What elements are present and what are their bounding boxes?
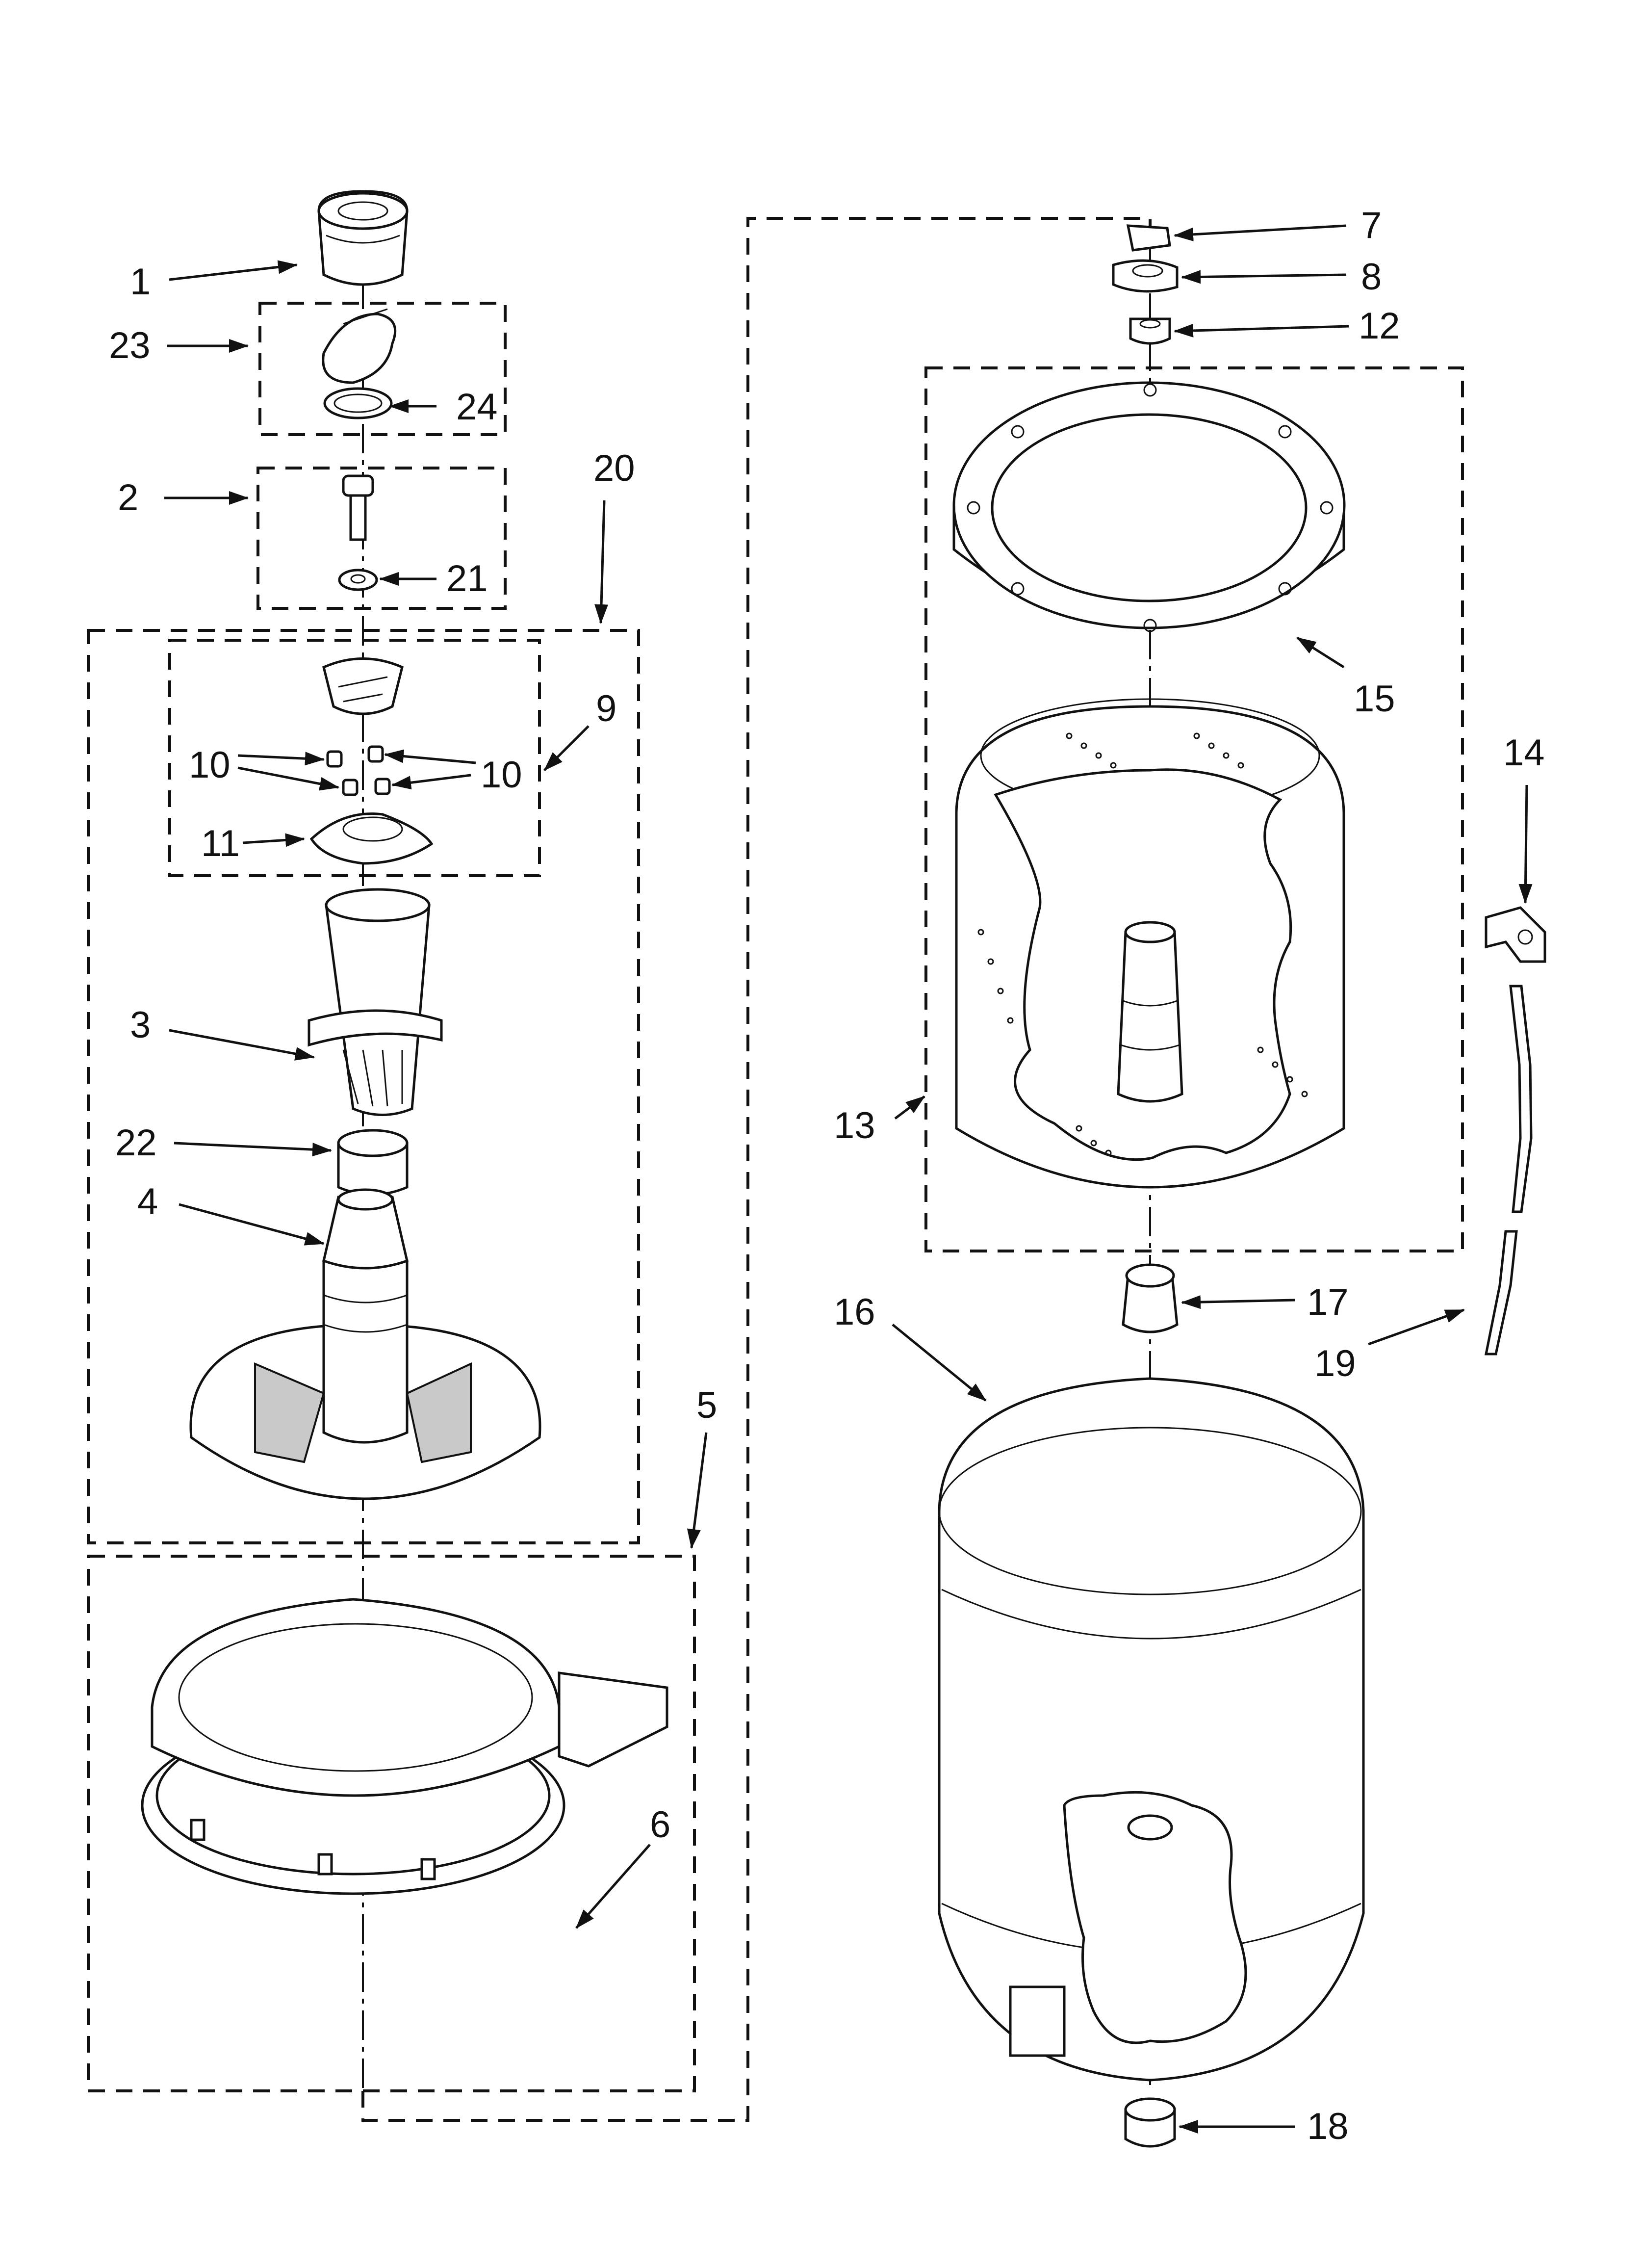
part-7-clip (1126, 224, 1171, 252)
callout-10-right: 10 (481, 754, 522, 796)
callout-1: 1 (130, 261, 151, 303)
group-box-23 (258, 302, 507, 436)
part-13-basket (955, 698, 1345, 1189)
callout-11: 11 (201, 823, 240, 864)
callout-15: 15 (1354, 678, 1395, 720)
leader-arrows (164, 224, 1533, 2134)
callout-20: 20 (593, 447, 635, 489)
part-8-nut (1112, 259, 1179, 293)
part-6-tub-ring (141, 1598, 668, 1895)
part-17-hub (1122, 1263, 1179, 1333)
callout-labels: 1 23 24 2 21 20 9 10 10 11 3 22 4 5 6 7 … (109, 205, 1545, 2147)
part-19-hose (1484, 985, 1533, 1356)
callout-4: 4 (137, 1181, 158, 1223)
connector-line (361, 217, 1152, 2122)
callout-2: 2 (118, 477, 138, 519)
part-1-cap (317, 190, 409, 286)
part-11-retainer (309, 812, 434, 865)
part-3-auger (308, 888, 443, 1116)
part-23-cover (322, 308, 397, 384)
callout-12: 12 (1359, 305, 1400, 347)
callout-9: 9 (596, 688, 616, 730)
part-15-balance-ring (952, 381, 1346, 632)
callout-3: 3 (130, 1004, 151, 1046)
basket-holes (977, 732, 1308, 1156)
callout-21: 21 (446, 558, 488, 600)
part-4-agitator-base (189, 1188, 541, 1500)
part-10-dogs (326, 745, 391, 796)
callout-23: 23 (109, 325, 151, 366)
part-12-hub-nut (1129, 317, 1171, 345)
part-14-hose-clip (1485, 906, 1546, 963)
part-9-cam (322, 657, 404, 715)
callout-16: 16 (834, 1291, 875, 1333)
part-21-washer (338, 569, 378, 591)
part-22-coupling (337, 1129, 409, 1196)
callout-13: 13 (834, 1105, 875, 1147)
callout-7: 7 (1361, 205, 1382, 246)
part-18-seal (1124, 2097, 1176, 2148)
callout-24: 24 (456, 386, 498, 428)
callout-14: 14 (1503, 732, 1545, 774)
callout-17: 17 (1307, 1281, 1349, 1323)
callout-22: 22 (115, 1122, 157, 1164)
part-16-outer-tub (938, 1377, 1365, 2082)
callout-18: 18 (1307, 2106, 1349, 2147)
callout-5: 5 (696, 1384, 717, 1426)
callout-10-left: 10 (189, 744, 231, 786)
part-24-ring (323, 387, 393, 419)
callout-8: 8 (1361, 256, 1382, 298)
group-box-2 (257, 467, 507, 610)
callout-6: 6 (650, 1804, 670, 1846)
group-box-5 (87, 1555, 696, 2092)
group-box-13-15 (924, 366, 1464, 1252)
callout-19: 19 (1314, 1343, 1356, 1384)
part-2-bolt (342, 474, 374, 541)
